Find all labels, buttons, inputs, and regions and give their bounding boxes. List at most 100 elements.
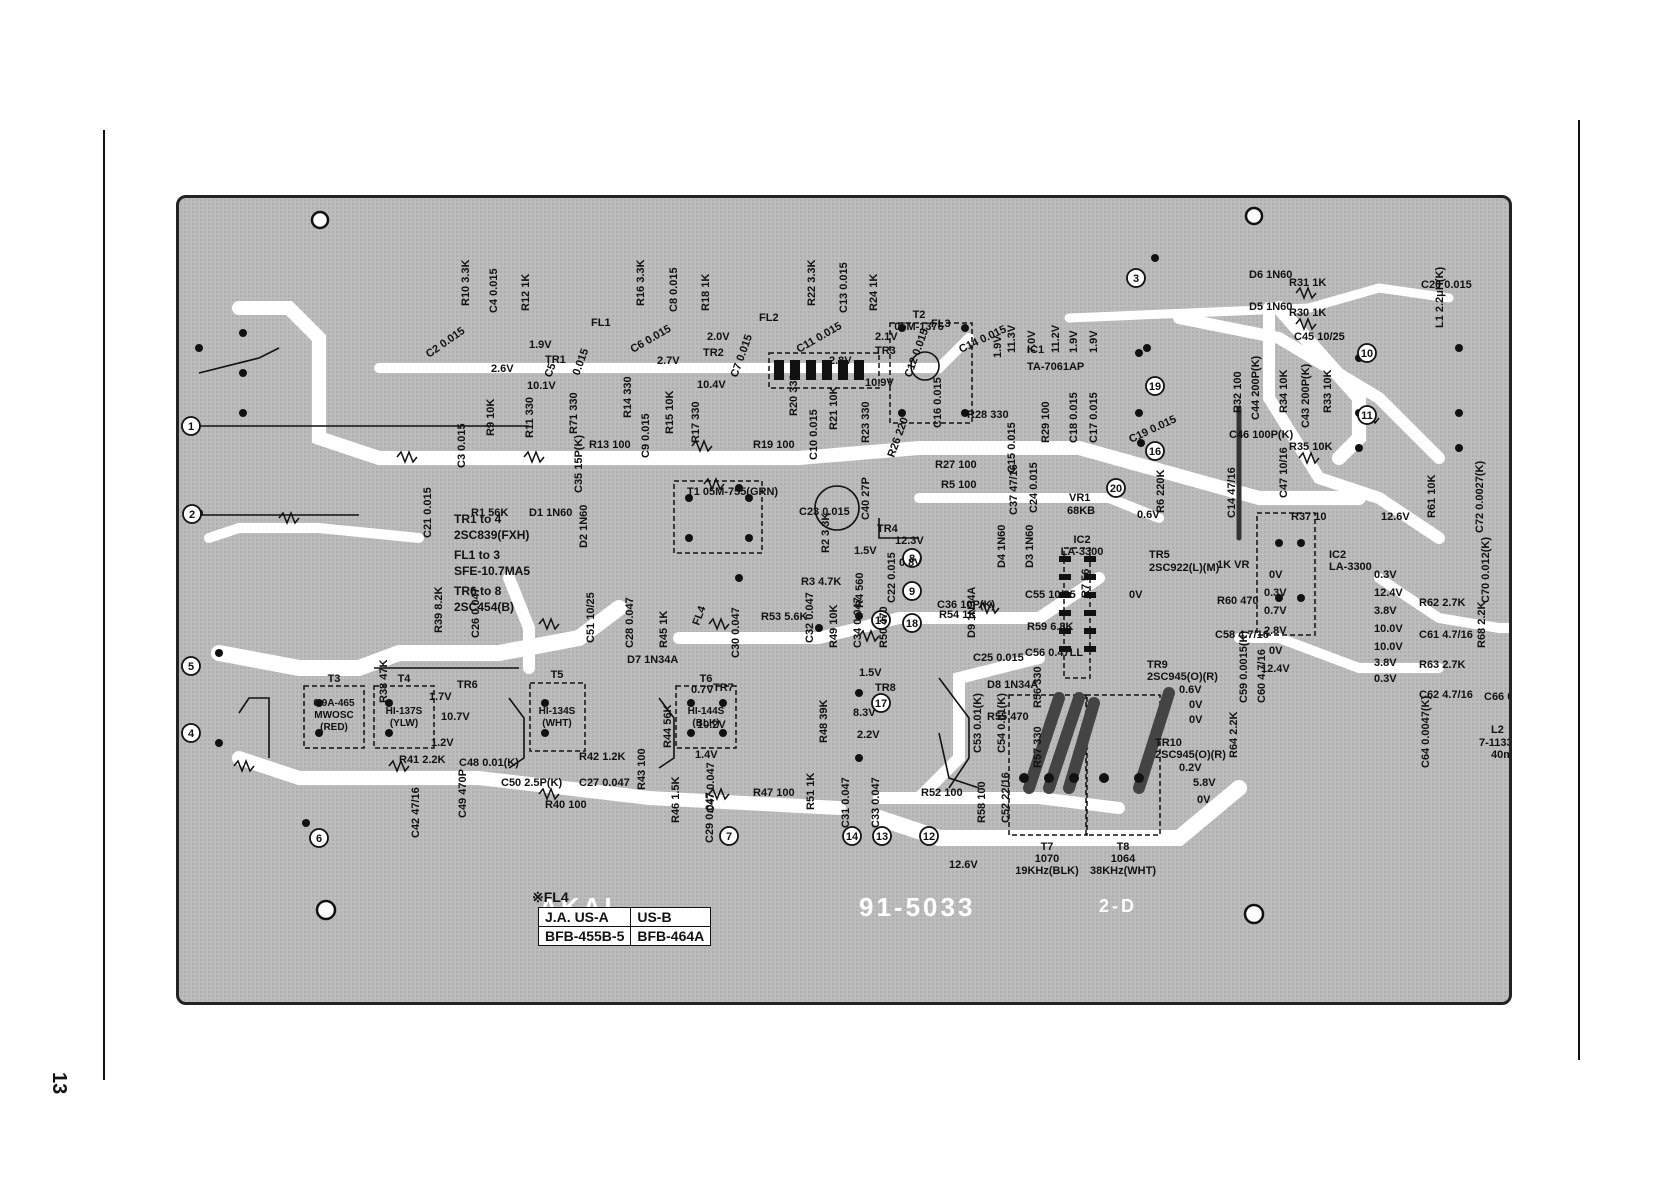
part-label: 2.7V xyxy=(657,355,680,367)
part-label: 0.3V xyxy=(1374,569,1397,581)
t2-label: T2 xyxy=(913,309,926,321)
note-tr-part: 2SC839(FXH) xyxy=(454,528,529,542)
part-label: 10.9V xyxy=(865,377,894,389)
part-label: R47 100 xyxy=(753,787,795,799)
part-label: C59 0.0015(K) xyxy=(1238,631,1250,703)
part-label: 0V xyxy=(1189,714,1203,726)
note-tr: TR1 to 4 xyxy=(454,512,502,526)
part-label: 40mH xyxy=(1491,749,1512,761)
part-label: C50 2.5P(K) xyxy=(501,777,562,789)
resistor-glyphs xyxy=(233,285,1380,802)
part-label: C16 0.015 xyxy=(932,377,944,428)
part-label: 8.3V xyxy=(853,707,876,719)
part-label: 0V xyxy=(1197,794,1211,806)
part-label: 1.9V xyxy=(1088,330,1100,353)
t7-freq: 19KHz(BLK) xyxy=(1015,865,1079,877)
part-label: C44 200P(K) xyxy=(1250,355,1262,420)
pcb-board: AKAI 91-5033 2-D TR1 to 4 2SC839(FXH) FL… xyxy=(176,195,1512,1005)
part-label: C29 0.047 xyxy=(704,792,716,843)
part-label: C3 0.015 xyxy=(456,423,468,468)
part-label: R52 100 xyxy=(921,787,963,799)
part-label: VR1 xyxy=(1069,492,1090,504)
part-label: C4 0.015 xyxy=(488,268,500,313)
part-label: C62 4.7/16 xyxy=(1419,689,1473,701)
part-label: R37 10 xyxy=(1291,511,1326,523)
left-border-line xyxy=(103,130,105,1080)
terminal-1-label: 1 xyxy=(188,421,194,433)
part-label: C28 0.047 xyxy=(624,597,636,648)
terminal-11-label: 11 xyxy=(1361,410,1373,422)
part-label: L1 2.2μH(K) xyxy=(1434,267,1446,328)
t8-freq: 38KHz(WHT) xyxy=(1090,865,1156,877)
terminal-2-label: 2 xyxy=(189,509,195,521)
part-label: R1 56K xyxy=(471,507,508,519)
terminal-2-ring xyxy=(182,504,202,524)
part-label: C13 0.015 xyxy=(838,262,850,313)
fl4-value-row: BFB-455B-5 BFB-464A xyxy=(537,926,712,946)
fl4-header-usb: US-B xyxy=(630,907,712,927)
part-label: C52 22/16 xyxy=(1000,772,1012,823)
part-label: R50 470 xyxy=(878,606,890,648)
part-label: R6 220K xyxy=(1155,470,1167,513)
terminal-17-label: 17 xyxy=(875,698,887,710)
terminal-8-ring xyxy=(902,548,922,568)
t2-part: 05M-1376 xyxy=(894,321,944,333)
terminal-20-ring xyxy=(1106,478,1126,498)
part-label: 10.4V xyxy=(697,379,726,391)
part-label: C43 200P(K) xyxy=(1300,363,1312,428)
part-label: C48 0.01(K) xyxy=(459,757,519,769)
part-label: R43 100 xyxy=(636,748,648,790)
part-label: 1.9V xyxy=(992,335,1004,358)
part-label: R5 100 xyxy=(941,479,976,491)
part-label: 0V xyxy=(1189,699,1203,711)
part-label: R33 10K xyxy=(1322,370,1334,413)
part-label: R2 3.3K xyxy=(820,513,832,553)
part-label: R10 3.3K xyxy=(460,259,472,306)
part-label: 7-1133-02 xyxy=(1479,737,1512,749)
part-label: R21 10K xyxy=(828,387,840,430)
part-label: 3.8V xyxy=(1374,605,1397,617)
part-label: R24 1K xyxy=(868,274,880,311)
part-label: C57 47/16 xyxy=(1510,272,1512,323)
part-label: C42 47/16 xyxy=(410,787,422,838)
terminal-12-label: 12 xyxy=(923,831,935,843)
part-label: C15 0.015 xyxy=(1006,422,1018,473)
part-label: 1.4V xyxy=(695,749,718,761)
terminal-19-ring xyxy=(1145,376,1165,396)
part-label: C2 0.015 xyxy=(424,325,467,360)
part-label: 0.6V xyxy=(1137,509,1160,521)
t8-label: T8 xyxy=(1117,841,1130,853)
part-label: R51 1K xyxy=(805,773,817,810)
part-label: D7 1N34A xyxy=(627,654,678,666)
part-label: C47 0.047 xyxy=(705,762,717,813)
t2-core xyxy=(910,351,940,381)
part-label: D9 1N34A xyxy=(966,587,978,638)
part-label: R58 100 xyxy=(976,781,988,823)
part-label: R57 330 xyxy=(1032,726,1044,768)
terminal-13-label: 13 xyxy=(876,831,888,843)
part-label: C24 0.015 xyxy=(1028,462,1040,513)
part-label: L2 xyxy=(1491,724,1504,736)
part-label: R46 1.5K xyxy=(670,776,682,823)
note-fl-part: SFE-10.7MA5 xyxy=(454,564,530,578)
part-label: C8 0.015 xyxy=(668,267,680,312)
part-label: C40 27P xyxy=(860,477,872,520)
terminal-10-ring xyxy=(1357,343,1377,363)
part-label: R15 10K xyxy=(664,391,676,434)
terminal-6-ring xyxy=(309,828,329,848)
part-label: R64 2.2K xyxy=(1228,711,1240,758)
fl4-value-ja: BFB-455B-5 xyxy=(537,926,632,946)
part-label: R49 10K xyxy=(828,605,840,648)
part-label: 1K VR xyxy=(1217,559,1249,571)
part-label: R55 470 xyxy=(987,711,1029,723)
fl4-table: J.A. US-A US-B BFB-455B-5 BFB-464A xyxy=(537,907,712,946)
part-label: FL3 xyxy=(931,318,951,330)
part-label: 2.2V xyxy=(857,729,880,741)
terminal-20-label: 20 xyxy=(1110,483,1122,495)
part-label: R68 2.2K xyxy=(1476,601,1488,648)
terminal-16-ring xyxy=(1145,441,1165,461)
part-label: R22 3.3K xyxy=(806,259,818,306)
part-label: 1.9V xyxy=(1068,330,1080,353)
terminal-15-label: 15 xyxy=(875,615,887,627)
